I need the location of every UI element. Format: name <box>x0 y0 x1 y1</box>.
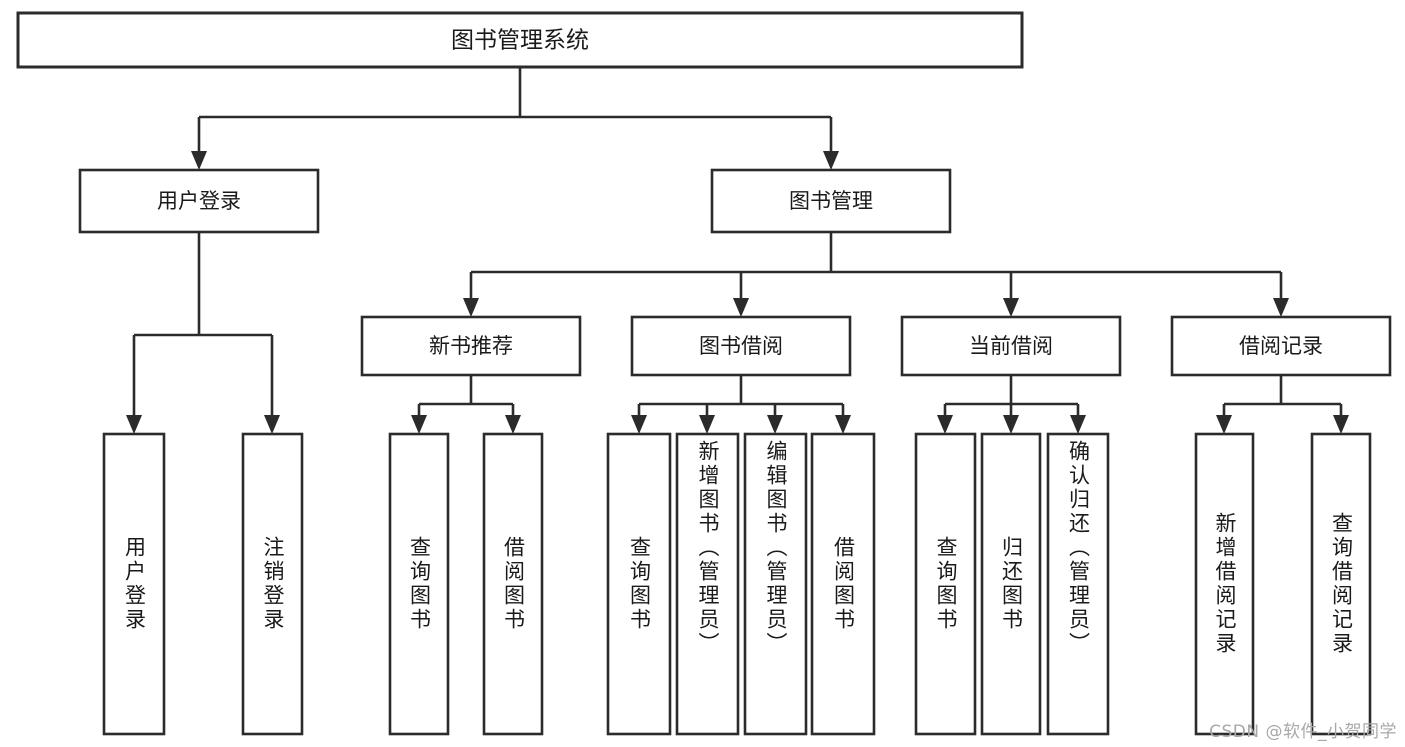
node-box-leaf-add-book-admin[interactable] <box>675 432 740 736</box>
node-label-book-manage: 图书管理 <box>789 189 873 213</box>
node-box-leaf-logout[interactable] <box>241 432 304 736</box>
arrow-head-icon <box>191 151 207 170</box>
node-box-book-borrow[interactable] <box>630 315 852 377</box>
boxes-layer <box>16 11 1392 736</box>
connector-record_to_leaf <box>1216 375 1349 434</box>
node-box-book-manage[interactable] <box>710 168 952 234</box>
arrow-head-icon <box>264 415 280 434</box>
arrow-head-icon <box>126 415 142 434</box>
node-box-root[interactable] <box>16 11 1024 69</box>
node-label-root: 图书管理系统 <box>451 28 589 54</box>
arrow-head-icon <box>411 415 427 434</box>
node-label-book-borrow: 图书借阅 <box>699 334 783 358</box>
node-box-borrow-record[interactable] <box>1170 315 1392 377</box>
arrow-head-icon <box>835 415 851 434</box>
node-label-new-book-recommend: 新书推荐 <box>429 334 513 358</box>
arrow-head-icon <box>733 298 749 317</box>
arrow-head-icon <box>1070 415 1086 434</box>
connector-userlogin_to_leaf <box>126 232 280 434</box>
arrow-head-icon <box>1273 298 1289 317</box>
connector-root_to_level2 <box>191 67 839 170</box>
node-label-current-borrow: 当前借阅 <box>969 334 1053 358</box>
node-box-leaf-query-book-rec[interactable] <box>388 432 450 736</box>
arrow-head-icon <box>823 151 839 170</box>
node-box-current-borrow[interactable] <box>900 315 1122 377</box>
node-box-leaf-query-book-br[interactable] <box>606 432 672 736</box>
arrow-head-icon <box>1003 415 1019 434</box>
arrow-head-icon <box>699 415 715 434</box>
arrow-head-icon <box>1003 298 1019 317</box>
arrow-head-icon <box>767 415 783 434</box>
arrow-head-icon <box>1216 415 1232 434</box>
node-label-user-login: 用户登录 <box>157 189 241 213</box>
connector-level2_to_level3 <box>463 232 1289 317</box>
node-box-leaf-query-book-cb[interactable] <box>914 432 977 736</box>
node-box-leaf-borrow-book-rec[interactable] <box>482 432 544 736</box>
connectors-layer <box>126 67 1349 434</box>
node-box-leaf-add-borrow-record[interactable] <box>1194 432 1255 736</box>
node-box-user-login[interactable] <box>78 168 320 234</box>
connector-rec_to_leaf <box>411 375 521 434</box>
arrow-head-icon <box>631 415 647 434</box>
arrow-head-icon <box>937 415 953 434</box>
arrow-head-icon <box>505 415 521 434</box>
node-box-leaf-confirm-return[interactable] <box>1046 432 1110 736</box>
node-box-new-book-recommend[interactable] <box>360 315 582 377</box>
node-box-leaf-return-book[interactable] <box>980 432 1042 736</box>
csdn-watermark: CSDN @软件_小贺同学 <box>1209 722 1397 742</box>
connector-current_to_leaf <box>937 375 1086 434</box>
arrow-head-icon <box>463 298 479 317</box>
node-label-borrow-record: 借阅记录 <box>1239 334 1323 358</box>
node-box-leaf-borrow-book-br[interactable] <box>810 432 876 736</box>
node-box-leaf-edit-book-admin[interactable] <box>743 432 808 736</box>
arrow-head-icon <box>1333 415 1349 434</box>
connector-borrow_to_leaf <box>631 375 851 434</box>
node-box-leaf-query-borrow-record[interactable] <box>1310 432 1372 736</box>
node-box-leaf-user-login[interactable] <box>102 432 166 736</box>
